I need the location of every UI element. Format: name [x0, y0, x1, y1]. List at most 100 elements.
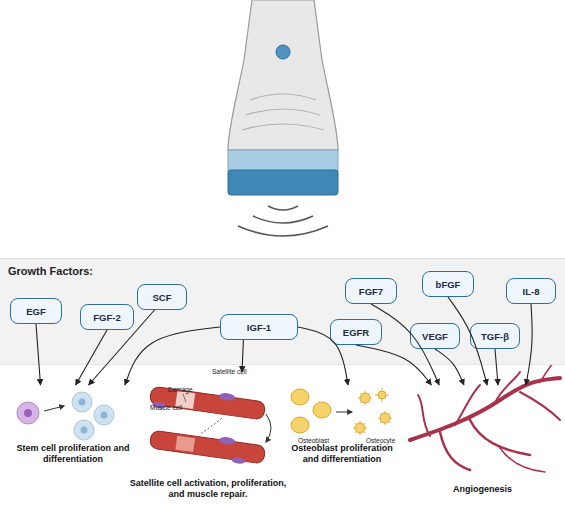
growth-factor-band: Growth Factors: EGF FGF-2 SCF IGF-1 EGFR FGF7V…	[0, 258, 565, 365]
probe-button	[276, 45, 290, 59]
growth-factor-box: EGF	[10, 298, 62, 324]
arrow-connector	[526, 304, 532, 385]
blood-vessels	[410, 358, 560, 472]
satellite-cell	[231, 457, 246, 465]
outcome-panel: Angiogenesis	[405, 385, 560, 495]
differentiated-cell	[74, 420, 94, 440]
arrow-connector	[125, 327, 220, 385]
arrow-connector	[356, 345, 431, 385]
process-arrow	[266, 414, 271, 442]
arrow-connector	[242, 340, 243, 372]
osteocyte-process	[353, 421, 367, 435]
cell-nucleus	[24, 409, 32, 417]
damage-zone	[175, 391, 195, 409]
part-label: Satellite cell	[212, 368, 247, 375]
factor-name: FGF-2	[93, 312, 120, 323]
osteocyte-cell	[378, 391, 386, 399]
ultrasound-wave	[253, 216, 313, 223]
osteoblast-cell	[291, 389, 309, 405]
ultrasound-wave	[238, 226, 328, 236]
vessel-branch	[470, 420, 530, 455]
satellite-cell	[219, 392, 236, 401]
differentiated-cell	[94, 405, 114, 425]
differentiated-cell	[72, 392, 92, 412]
process-arrow	[44, 406, 64, 411]
probe-tip-light	[228, 150, 338, 172]
arrow-connector	[435, 349, 464, 385]
growth-factor-box: TGF-β	[470, 323, 520, 349]
part-label: Muscle cell	[150, 404, 182, 411]
arrow-connector	[495, 349, 498, 385]
cell-nucleus	[79, 399, 86, 406]
factor-name: EGFR	[343, 327, 369, 338]
growth-factor-box: VEGF	[410, 323, 460, 349]
part-label: Damage	[168, 386, 193, 393]
outcome-caption: Satellite cell activation, proliferation…	[123, 478, 293, 501]
factor-name: EGF	[26, 306, 46, 317]
probe-tip	[228, 170, 338, 195]
satellite-cell	[219, 436, 236, 445]
osteoblast-cell	[313, 402, 331, 418]
probe-groove	[246, 109, 320, 115]
probe-handle	[228, 0, 338, 150]
growth-factor-box: FGF7	[345, 278, 397, 304]
osteocyte-process	[358, 391, 372, 405]
outcome-caption: Osteoblast proliferation and differentia…	[283, 443, 401, 466]
vessel-trunk	[410, 378, 560, 440]
arrow-connector	[371, 304, 439, 385]
growth-factor-box: EGFR	[330, 319, 382, 345]
outcome-caption: Angiogenesis	[453, 484, 512, 495]
leader-line	[183, 394, 186, 402]
arrow-connector	[76, 330, 107, 385]
probe-groove	[250, 94, 316, 100]
muscle-fiber	[149, 383, 266, 423]
osteocyte-cell	[360, 393, 370, 403]
outcome-panel: Stem cell proliferation and differentiat…	[8, 385, 138, 465]
outcome-panel: Osteoblast proliferation and differentia…	[283, 385, 401, 465]
vessel-branch	[455, 385, 480, 425]
arrow-connector	[298, 327, 348, 385]
arrow-connector	[36, 324, 41, 385]
outcome-caption: Stem cell proliferation and differentiat…	[8, 443, 138, 466]
factor-name: TGF-β	[481, 331, 509, 342]
vessel-branch	[440, 432, 470, 470]
outcome-panel: Satellite cell activation, proliferation…	[123, 372, 293, 500]
osteocyte-cell	[380, 413, 390, 423]
ultrasound-wave	[268, 206, 298, 210]
stem-cell	[17, 402, 39, 424]
repair-arrow	[200, 418, 222, 434]
vessel-branch	[520, 392, 560, 420]
factor-name: FGF7	[359, 286, 383, 297]
probe-groove	[242, 124, 324, 130]
factor-name: SCF	[153, 292, 172, 303]
factor-name: IL-8	[523, 286, 540, 297]
osteocyte-processes	[353, 388, 392, 435]
vessel-branch	[418, 395, 430, 436]
process-arrow	[336, 412, 352, 413]
cell-nucleus	[81, 427, 88, 434]
vessel-branch	[495, 372, 520, 403]
section-heading: Growth Factors:	[8, 265, 93, 277]
satellite-cell	[152, 401, 167, 409]
muscle-fiber-body	[149, 386, 265, 420]
osteocyte-process	[378, 411, 392, 425]
repaired-zone	[175, 436, 195, 452]
vessel-branch	[500, 448, 545, 472]
growth-factor-box: FGF-2	[80, 304, 134, 330]
growth-factor-box: SCF	[137, 284, 187, 310]
growth-factor-box: bFGF	[422, 271, 474, 297]
osteocyte-process	[375, 388, 389, 402]
osteoblast-cell	[291, 417, 309, 433]
cell-nucleus	[101, 412, 108, 419]
factor-name: IGF-1	[247, 322, 271, 333]
muscle-fiber-body	[149, 430, 265, 464]
osteocyte-cell	[355, 423, 365, 433]
growth-factor-box: IL-8	[506, 278, 556, 304]
factor-name: VEGF	[422, 331, 448, 342]
factor-name: bFGF	[436, 279, 461, 290]
arrow-connector	[448, 297, 487, 385]
